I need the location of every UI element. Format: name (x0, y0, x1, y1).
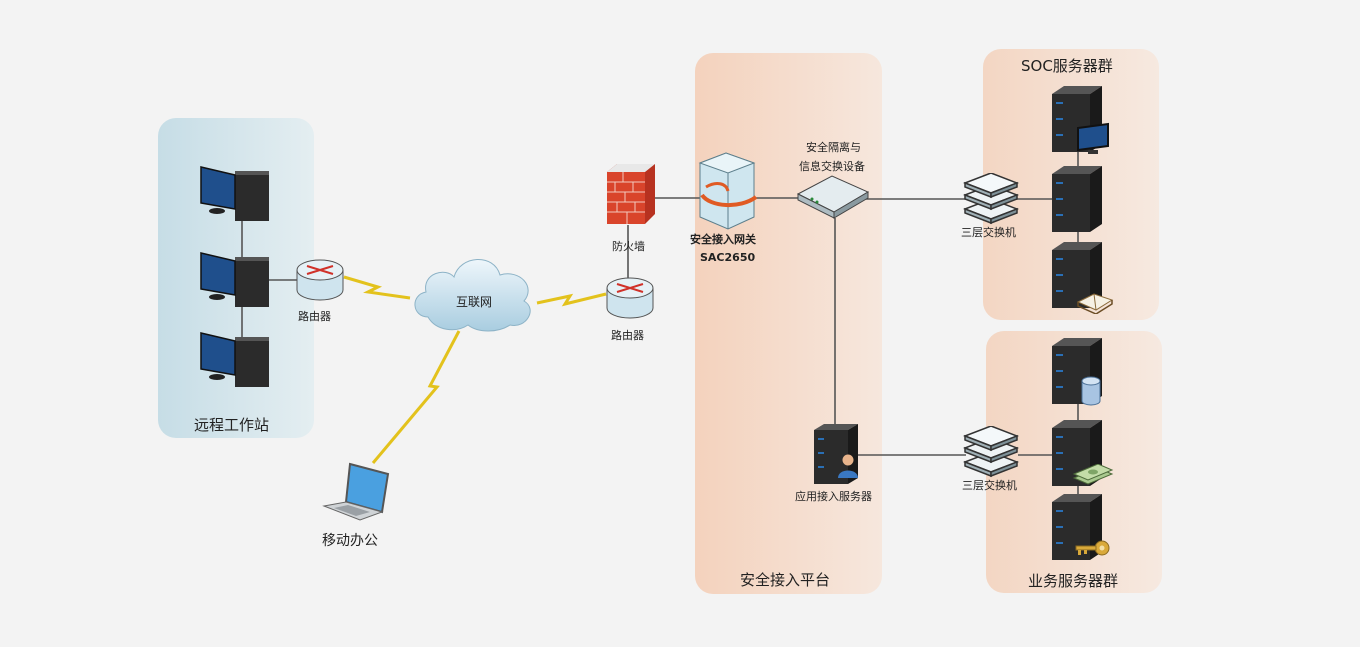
lightning-right (536, 292, 607, 307)
money-icon (1072, 464, 1114, 485)
business-zone-title: 业务服务器群 (1028, 572, 1119, 590)
router-left-label: 路由器 (298, 310, 331, 323)
isolation-label-line1: 安全隔离与 (806, 141, 861, 154)
gateway-cube-icon[interactable] (696, 151, 758, 231)
app-server-label: 应用接入服务器 (795, 490, 872, 503)
remote-zone-title: 远程工作站 (194, 416, 270, 434)
router-icon[interactable] (295, 258, 345, 304)
isolation-label-line2: 信息交换设备 (799, 160, 865, 173)
monitor-icon (1077, 122, 1109, 154)
firewall-icon[interactable] (603, 162, 657, 226)
user-icon (838, 454, 858, 478)
switch-icon[interactable] (963, 426, 1019, 478)
book-icon (1076, 293, 1114, 314)
lightning-mobile (371, 330, 461, 464)
secure-access-platform-zone (695, 53, 882, 594)
platform-zone-title: 安全接入平台 (740, 571, 831, 589)
switch-top-label: 三层交换机 (961, 226, 1016, 239)
router-right-label: 路由器 (611, 329, 644, 342)
database-icon (1081, 376, 1101, 406)
soc-zone-title: SOC服务器群 (1021, 57, 1113, 75)
laptop-icon[interactable] (320, 462, 390, 524)
switch-icon[interactable] (963, 173, 1019, 225)
gateway-name-label: 安全接入网关 (690, 233, 756, 246)
gateway-model-label: SAC2650 (700, 251, 756, 264)
server-icon[interactable] (1048, 242, 1104, 308)
workstation-icon[interactable] (199, 331, 271, 389)
switch-bottom-label: 三层交换机 (962, 479, 1017, 492)
lightning-left (343, 275, 411, 300)
firewall-label: 防火墙 (612, 240, 645, 253)
workstation-icon[interactable] (199, 251, 271, 309)
mobile-office-label: 移动办公 (322, 533, 378, 549)
router-icon[interactable] (605, 276, 655, 322)
cloud-icon[interactable] (408, 247, 538, 333)
isolation-device-icon[interactable] (796, 172, 870, 220)
workstation-icon[interactable] (199, 165, 271, 223)
key-icon (1075, 540, 1110, 556)
server-icon[interactable] (1048, 166, 1104, 232)
internet-label: 互联网 (456, 295, 493, 309)
